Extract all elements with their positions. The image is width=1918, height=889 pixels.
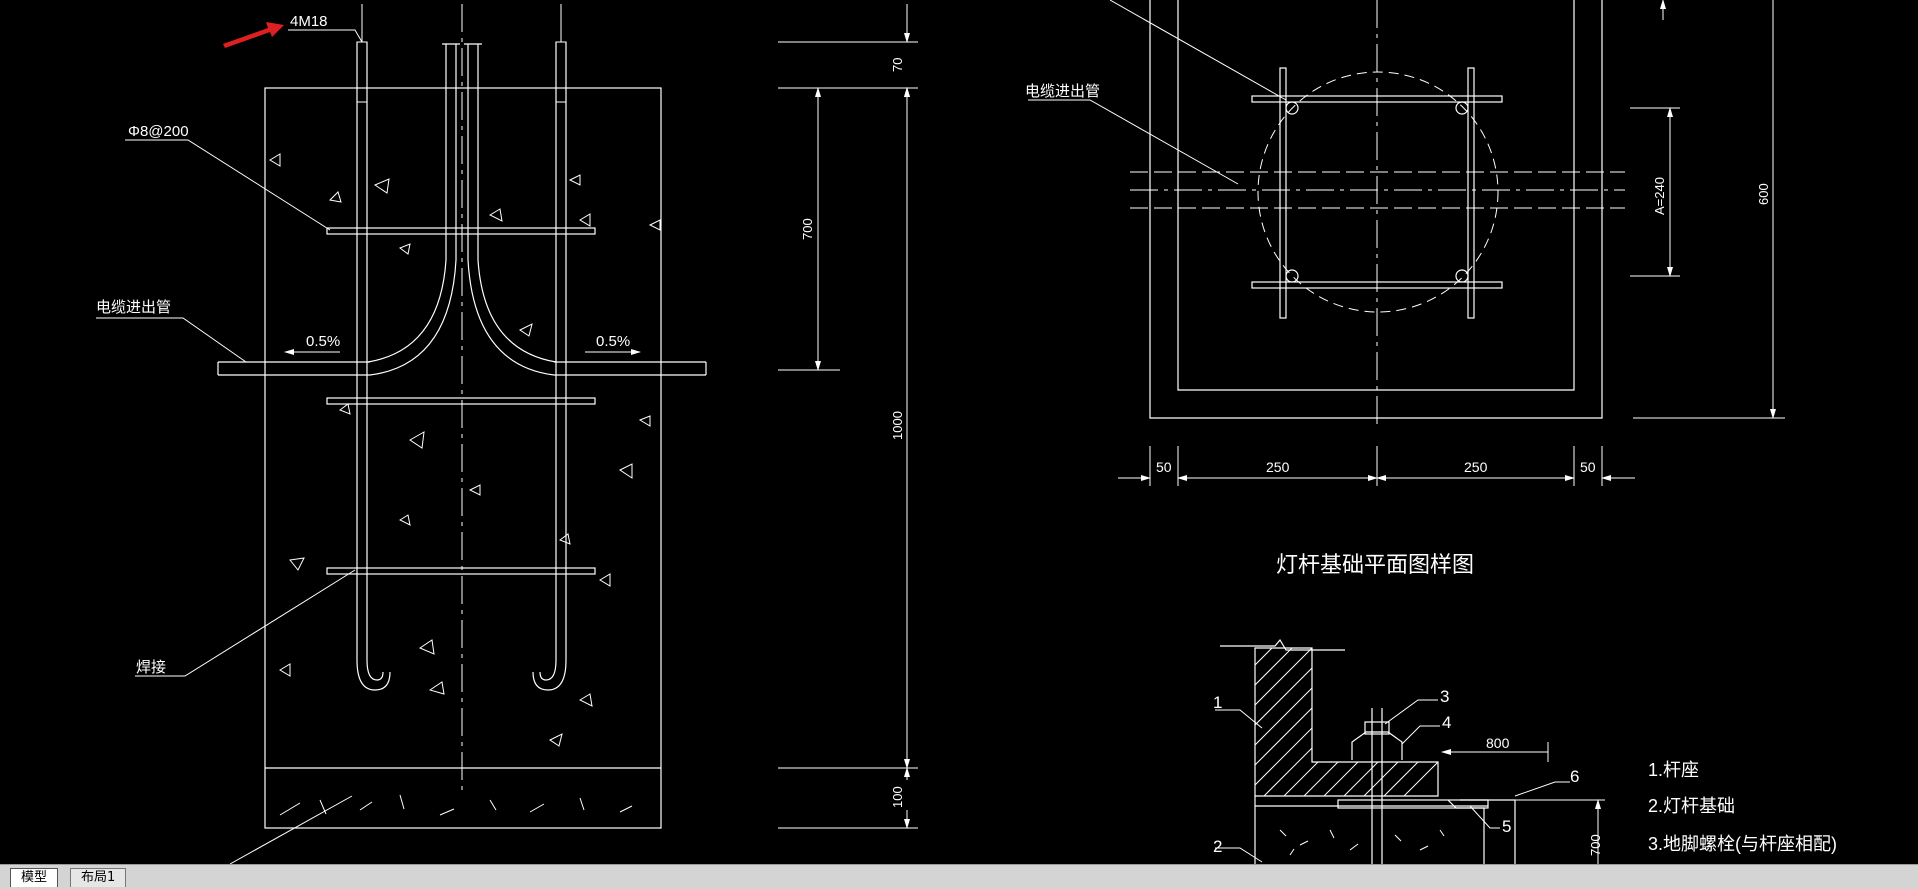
red-pointer-arrow (223, 22, 284, 48)
dim-70: 70 (890, 58, 905, 72)
bolt-label: 4M18 (290, 13, 328, 30)
detail-item-5: 5 (1502, 817, 1511, 836)
detail-item-6: 6 (1570, 767, 1579, 786)
legend-item-2: 2.灯杆基础 (1648, 796, 1735, 816)
detail-item-3: 3 (1440, 687, 1449, 706)
foundation-section-view (96, 4, 707, 864)
detail-item-2: 2 (1213, 837, 1222, 856)
plan-title: 灯杆基础平面图样图 (1276, 552, 1474, 577)
dim-1000: 1000 (890, 411, 905, 440)
foundation-plan-view (1028, 0, 1785, 486)
legend-item-3: 3.地脚螺栓(与杆座相配) (1648, 834, 1837, 854)
detail-item-4: 4 (1442, 713, 1451, 732)
detail-dim-800: 800 (1486, 735, 1510, 751)
legend-item-1: 1.杆座 (1648, 760, 1699, 780)
dim-700-left: 700 (800, 218, 815, 240)
detail-item-1: 1 (1213, 693, 1222, 712)
plan-a-dim: A=240 (1652, 177, 1667, 215)
plan-600-dim: 600 (1756, 183, 1771, 205)
detail-dim-700: 700 (1588, 834, 1603, 856)
tab-layout1[interactable]: 布局1 (70, 868, 127, 887)
slope-left-label: 0.5% (306, 333, 340, 350)
plan-dim-50-right: 50 (1580, 459, 1596, 475)
plan-dim-250-right: 250 (1464, 459, 1488, 475)
cad-drawing-canvas[interactable]: 4M18 Φ8@200 电缆进出管 0.5% 0.5% 焊接 70 700 10… (0, 0, 1918, 864)
tab-model[interactable]: 模型 (10, 868, 59, 887)
layout-tab-bar: 模型 布局1 (0, 864, 1918, 889)
plan-cable-label: 电缆进出管 (1025, 83, 1100, 100)
cable-pipe-label: 电缆进出管 (96, 299, 171, 316)
vertical-dimension-lines (778, 4, 918, 829)
stirrup-label: Φ8@200 (128, 123, 189, 140)
plan-dim-250-left: 250 (1266, 459, 1290, 475)
dim-100: 100 (890, 786, 905, 808)
slope-right-label: 0.5% (596, 333, 630, 350)
plan-dim-50-left: 50 (1156, 459, 1172, 475)
pole-base-detail-view (1215, 638, 1605, 864)
weld-label: 焊接 (136, 659, 166, 676)
